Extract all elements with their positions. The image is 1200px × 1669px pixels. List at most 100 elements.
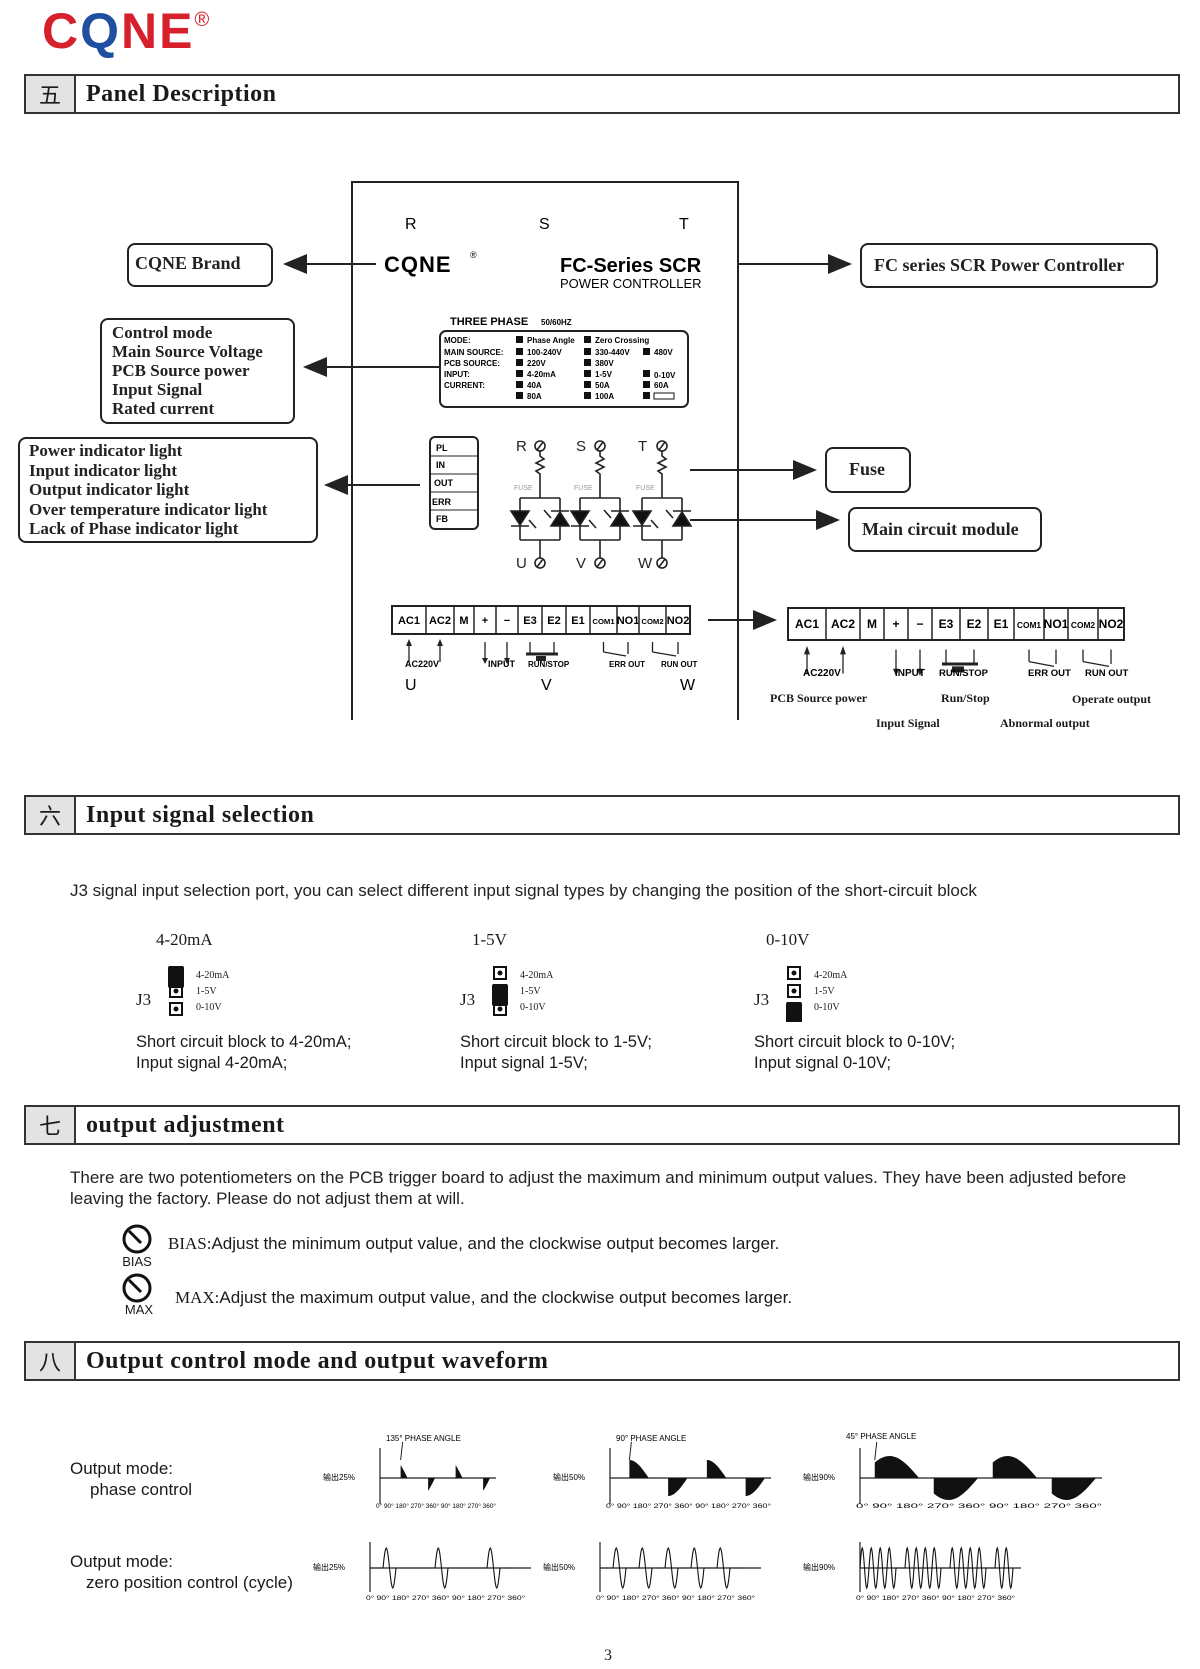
indicator-callout-output: Output indicator light xyxy=(29,480,190,499)
spec-callout: Control mode Main Source Voltage PCB Sou… xyxy=(100,318,295,424)
term-label-ac220v: AC220V xyxy=(405,659,439,669)
fuse-callout-text: Fuse xyxy=(849,459,885,479)
spec-table-labels: MODE: MAIN SOURCE: PCB SOURCE: INPUT: CU… xyxy=(444,336,504,390)
controller-logo-reg: ® xyxy=(470,250,477,260)
legend-input: Input Signal xyxy=(876,716,940,730)
spec-label-current: CURRENT: xyxy=(444,381,485,390)
mode1-line1: Output mode: xyxy=(70,1459,174,1478)
phase-wave-segment xyxy=(400,1465,408,1478)
phase-wave-segment xyxy=(1051,1478,1096,1500)
phase-wave-segment xyxy=(874,1456,919,1478)
spec-label-main: MAIN SOURCE: xyxy=(444,348,504,357)
terminal-m: M xyxy=(459,615,468,627)
phase-wave-segment xyxy=(668,1478,688,1496)
terminal-e1: E1 xyxy=(571,615,584,627)
bias-knob-icon xyxy=(122,1224,152,1254)
phase-axis-ticks: 0° 90° 180° 270° 360° 90° 180° 270° 360° xyxy=(606,1504,772,1510)
j3-desc-line2: Input signal 1-5V; xyxy=(460,1054,588,1072)
terminal-ac2: AC2 xyxy=(831,617,855,631)
spec-main-1: 100-240V xyxy=(527,348,562,357)
controller-panel xyxy=(351,181,739,720)
terminal-minus: − xyxy=(916,617,923,631)
mode-zero-control: Output mode: zero position control (cycl… xyxy=(70,1551,293,1593)
terminal-com1: COM1 xyxy=(592,617,615,626)
phase-axis-ticks: 0° 90° 180° 270° 360° 90° 180° 270° 360° xyxy=(376,1504,497,1510)
circuit-bottom-u: U xyxy=(516,555,527,572)
brand-logo: CQNE® xyxy=(42,2,211,60)
terminal-plus: + xyxy=(892,617,899,631)
fuse-symbol xyxy=(534,451,546,480)
terminal-e1: E1 xyxy=(994,617,1009,631)
terminal-com2: COM2 xyxy=(1071,620,1096,630)
module-callout-text: Main circuit module xyxy=(862,519,1019,539)
terminal-circle xyxy=(656,557,668,569)
j3-label: J3 xyxy=(754,990,770,1009)
max-key: MAX: xyxy=(175,1288,220,1307)
brand-callout-text: CQNE Brand xyxy=(135,253,241,273)
circuit-top-s: S xyxy=(576,438,586,455)
j3-description: Short circuit block to 1-5V;Input signal… xyxy=(460,1032,652,1074)
terminal-e2: E2 xyxy=(547,615,560,627)
led-out: OUT xyxy=(434,478,454,488)
mode-phase-control: Output mode: phase control xyxy=(70,1458,192,1500)
brand-callout: CQNE Brand xyxy=(127,243,273,287)
j3-pin-label: 4-20mA xyxy=(520,970,554,981)
phase-label-t: T xyxy=(679,216,689,233)
zero-cross-wave xyxy=(859,1546,1014,1590)
indicator-callout-input: Input indicator light xyxy=(29,460,178,480)
thyristor-symbol xyxy=(671,510,693,527)
terminal-minus: − xyxy=(504,615,510,627)
logo-c: C xyxy=(42,3,81,59)
j3-desc-line1: Short circuit block to 4-20mA; xyxy=(136,1033,352,1051)
section-title: Input signal selection xyxy=(86,801,315,828)
legend-operate: Operate output xyxy=(1072,692,1151,706)
j3-description: Short circuit block to 4-20mA; Input sign… xyxy=(136,1032,352,1074)
bias-knob-label: BIAS xyxy=(122,1254,152,1269)
zero-cross-wave xyxy=(370,1546,513,1590)
bias-text: Adjust the minimum output value, and the… xyxy=(211,1234,780,1253)
zero-cross-wave xyxy=(600,1546,743,1590)
j3-pin-label: 1-5V xyxy=(520,986,541,997)
indicator-callout-phase: Lack of Phase indicator light xyxy=(29,519,239,538)
phase-angle-label: 135° PHASE ANGLE xyxy=(386,1434,461,1443)
term-label-runout-right: RUN OUT xyxy=(1085,668,1128,679)
terminal-e3: E3 xyxy=(939,617,954,631)
j3-desc-line1: Short circuit block to 0-10V; xyxy=(754,1033,956,1051)
spec-main-3: 480V xyxy=(654,348,673,357)
circuit-bottom-w: W xyxy=(638,555,653,572)
spec-mode-zero: Zero Crossing xyxy=(595,336,649,345)
j3-jumper-icon xyxy=(168,966,184,1016)
terminal-plus: + xyxy=(482,615,488,627)
spec-current-5: 100A xyxy=(595,392,614,401)
fuse-callout: Fuse xyxy=(825,447,911,493)
term-label-runstop: RUN/STOP xyxy=(528,660,570,669)
indicator-callout-power: Power indicator light xyxy=(29,441,183,460)
led-in: IN xyxy=(436,460,445,470)
terminal-e2: E2 xyxy=(967,617,982,631)
spec-input-2: 1-5V xyxy=(595,370,613,379)
terminal-com1: COM1 xyxy=(1017,620,1042,630)
circuit-top-r: R xyxy=(516,438,527,455)
terminal-no1: NO1 xyxy=(617,615,640,627)
j3-desc-line2: Input signal 4-20mA; xyxy=(136,1054,288,1072)
terminal-ac1: AC1 xyxy=(795,617,819,631)
terminal-no2: NO2 xyxy=(1099,617,1124,631)
phase-wave-segment xyxy=(483,1478,490,1491)
term-label-input: INPUT xyxy=(488,659,516,669)
legend-runstop: Run/Stop xyxy=(941,691,990,705)
j3-pin-label: 0-10V xyxy=(196,1002,222,1013)
j3-label: J3 xyxy=(460,990,476,1009)
output-percent-label: 输出90% xyxy=(803,1472,835,1482)
indicator-callout: Power indicator light Input indicator li… xyxy=(18,437,318,543)
spec-current-4: 80A xyxy=(527,392,542,401)
led-pl: PL xyxy=(436,443,448,453)
thyristor-symbol xyxy=(549,510,571,527)
spec-input-3: 0-10V xyxy=(654,371,676,380)
input-intro: J3 signal input selection port, you can … xyxy=(70,881,977,900)
freq-label: 50/60HZ xyxy=(541,318,572,327)
output-adj-intro: There are two potentiometers on the PCB … xyxy=(70,1168,1127,1208)
controller-subtitle: POWER CONTROLLER xyxy=(560,276,702,291)
section-number: 六 xyxy=(26,797,76,833)
terminal-frame xyxy=(391,605,691,635)
